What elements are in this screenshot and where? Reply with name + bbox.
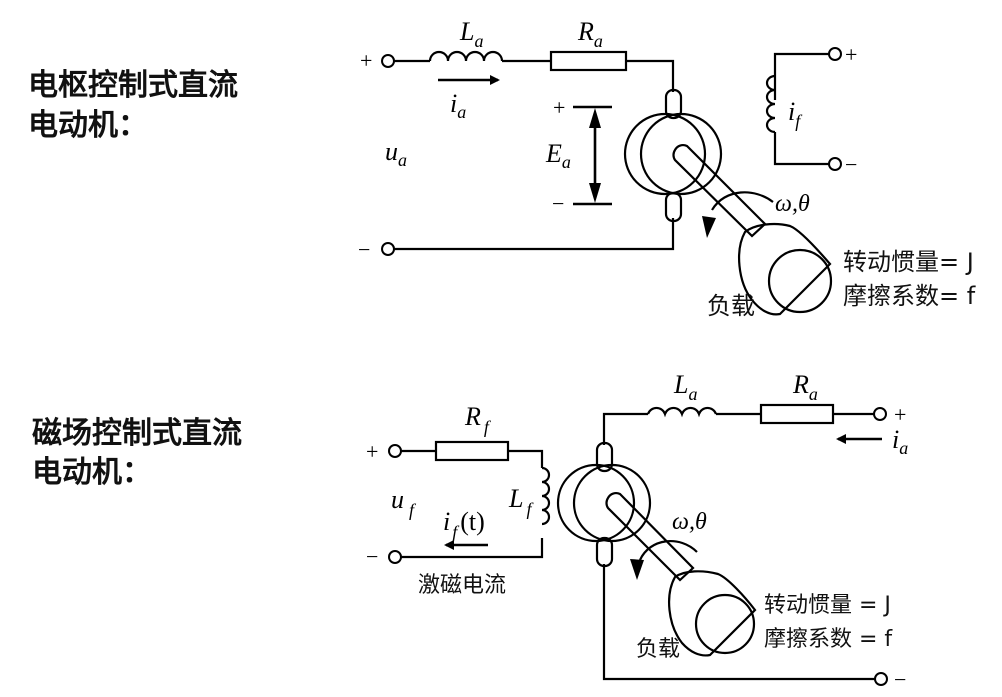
field-terminal-minus (828, 157, 842, 171)
inductor-La-symbol (428, 50, 504, 62)
plus-sign: + (360, 48, 372, 73)
minus-sign: − (366, 544, 378, 569)
label-load: 负载 (707, 292, 755, 320)
label-ia: ia (892, 425, 908, 458)
armature-terminal-minus (874, 672, 888, 686)
emf-minus: − (552, 191, 564, 216)
emf-arrowhead-down (589, 183, 601, 203)
rotation-arrowh (638, 540, 698, 561)
label-inertia: 转动惯量 = J (764, 593, 891, 618)
label-friction: 摩擦系数= f (843, 282, 976, 310)
field-plus: + (845, 42, 857, 67)
label-load: 负载 (636, 637, 680, 662)
plus-sign: + (366, 439, 378, 464)
wire (508, 449, 544, 468)
field-coil-symbol (765, 74, 776, 134)
input-terminal-plus (381, 54, 395, 68)
title-field-line1: 磁场控制式直流 (32, 416, 242, 451)
label-inertia: 转动惯量= J (843, 248, 974, 276)
wire (401, 538, 544, 559)
field-terminal-plus (828, 47, 842, 61)
resistor-Rf-symbol (434, 440, 510, 462)
field-input-terminal-minus (388, 550, 402, 564)
field-minus: − (845, 152, 857, 177)
rotation-arrowhead (702, 216, 716, 238)
label-Ra: Ra (577, 17, 603, 51)
label-Ea: Ea (545, 139, 571, 172)
label-La: La (459, 17, 483, 51)
dc-motor-icon (556, 412, 757, 657)
armature-terminal-plus (873, 407, 887, 421)
wire (773, 132, 829, 166)
title-armature-line2: 电动机： (28, 108, 148, 143)
dc-motor-icon (623, 88, 833, 316)
armature-plus: + (894, 402, 906, 427)
label-ua: ua (385, 137, 407, 170)
field-input-terminal-plus (388, 444, 402, 458)
wire (602, 412, 648, 445)
label-friction: 摩擦系数 = f (764, 627, 893, 652)
title-armature-line1: 电枢控制式直流 (28, 68, 238, 103)
label-La: La (673, 370, 697, 404)
armature-controlled-diagram: 电枢控制式直流 电动机： + − La Ra ia ua + − Ea (28, 17, 976, 320)
resistor-Ra-symbol (759, 403, 835, 425)
minus-sign: − (358, 237, 370, 262)
label-Ra: Ra (792, 370, 818, 404)
inductor-Lf-symbol (541, 466, 551, 526)
title-field-line2: 电动机： (32, 455, 152, 490)
emf-arrowhead-up (589, 108, 601, 128)
emf-plus: + (553, 95, 565, 120)
label-if: if (788, 97, 803, 131)
rotation-arrowhead (630, 559, 644, 580)
label-omega-theta: ω,θ (672, 509, 707, 535)
inductor-La-symbol (646, 406, 718, 418)
wire (394, 218, 675, 251)
armature-minus: − (894, 667, 906, 692)
label-ia: ia (450, 89, 466, 122)
label-excitation-current: 激磁电流 (418, 573, 506, 598)
wire (773, 52, 829, 100)
wire (602, 564, 875, 681)
rotation-arrow (711, 191, 774, 211)
label-omega-theta: ω,θ (775, 191, 810, 217)
input-terminal-minus (381, 242, 395, 256)
wire (626, 59, 675, 92)
resistor-Ra-symbol (549, 50, 628, 72)
